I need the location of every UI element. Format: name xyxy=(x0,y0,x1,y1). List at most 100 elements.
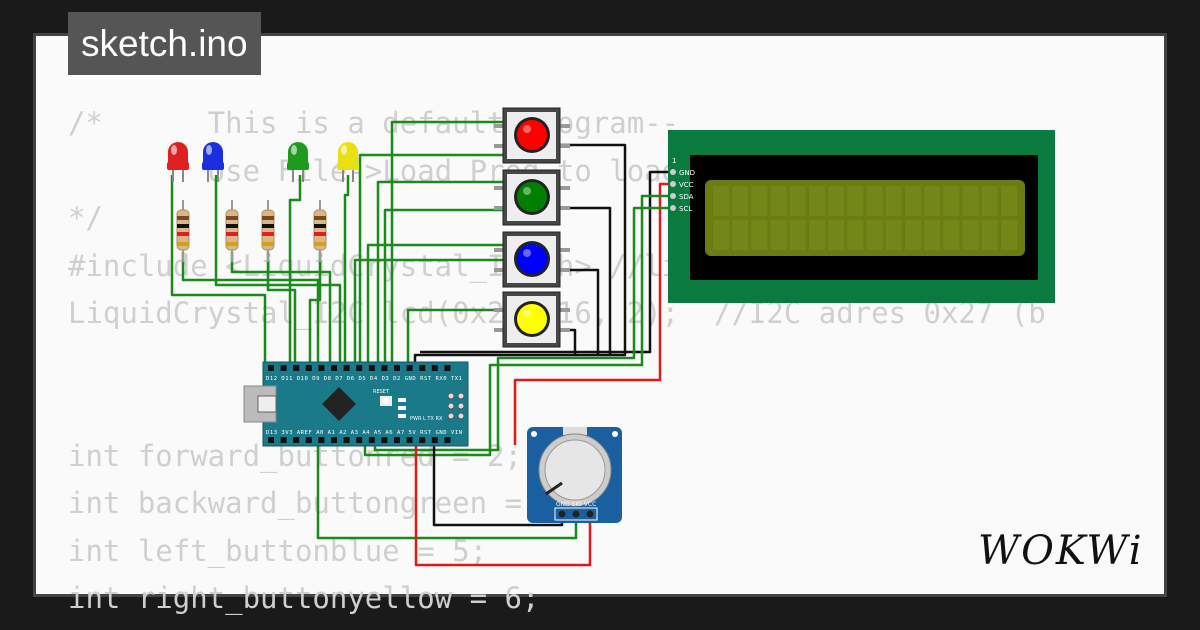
yellow-pushbutton[interactable] xyxy=(494,291,570,348)
lcd-char-cell xyxy=(1001,220,1017,250)
header-pin xyxy=(305,365,312,371)
lcd-char-cell xyxy=(1001,186,1017,216)
wire xyxy=(170,175,267,363)
button-pin xyxy=(558,144,570,148)
status-led xyxy=(398,414,406,418)
wire xyxy=(390,120,505,363)
lcd-char-cell xyxy=(751,186,768,216)
lcd-char-cell xyxy=(962,186,979,216)
header-pin xyxy=(305,437,312,443)
header-pin xyxy=(444,365,451,371)
icsp-pin xyxy=(447,392,455,400)
button-cap xyxy=(517,304,547,334)
wires xyxy=(170,120,668,567)
button-pin xyxy=(558,308,570,312)
wire xyxy=(358,153,505,363)
status-led-labels: PWR L TX RX xyxy=(410,416,443,422)
lcd-char-cell xyxy=(751,220,768,250)
wire xyxy=(316,445,578,540)
lcd-char-cell xyxy=(847,220,864,250)
resistor-band xyxy=(314,216,326,220)
resistor-band xyxy=(314,242,326,246)
header-pin xyxy=(280,437,287,443)
led-highlight xyxy=(341,145,347,155)
lcd-char-cell xyxy=(866,220,883,250)
resistor-band xyxy=(262,216,274,220)
blue-pushbutton[interactable] xyxy=(494,231,570,288)
lcd-pin xyxy=(670,181,676,187)
icsp-pin xyxy=(457,392,465,400)
button-pin xyxy=(494,268,506,272)
lcd-pin xyxy=(670,193,676,199)
code-line: int right_buttonyellow = 6; xyxy=(68,581,540,615)
lcd-char-cell xyxy=(770,220,787,250)
button-pin xyxy=(494,248,506,252)
resistor-band xyxy=(177,216,189,220)
button-pin xyxy=(558,248,570,252)
button-pin xyxy=(558,124,570,128)
resistor-band xyxy=(262,242,274,246)
lcd-char-cell xyxy=(962,220,979,250)
button-pin xyxy=(558,206,570,210)
button-pin xyxy=(558,328,570,332)
potentiometer[interactable]: GND SIG VCC xyxy=(527,427,622,523)
lcd-char-cell xyxy=(981,220,998,250)
top-pin-labels: D12 D11 D10 D9 D8 D7 D6 D5 D4 D3 D2 GND … xyxy=(266,376,462,382)
button-cap xyxy=(517,244,547,274)
pot-pin xyxy=(558,510,566,518)
resistors xyxy=(176,200,327,262)
lcd-char-cell xyxy=(713,220,729,250)
wire xyxy=(560,206,612,355)
wokwi-logo: WOKWi xyxy=(978,528,1144,574)
blue-led xyxy=(202,142,224,182)
status-led xyxy=(398,406,406,410)
button-shine xyxy=(523,249,531,257)
header-pin xyxy=(394,365,400,371)
filename-tab[interactable]: sketch.ino xyxy=(68,12,261,75)
lcd-char-cell xyxy=(809,186,825,216)
pushbuttons xyxy=(494,107,570,348)
header-pin xyxy=(293,365,300,371)
wire xyxy=(343,175,350,363)
status-led xyxy=(398,398,406,402)
lcd-char-cell xyxy=(924,220,941,250)
lcd-pin xyxy=(670,169,676,175)
wire xyxy=(363,445,492,457)
green-led xyxy=(287,142,309,182)
wire xyxy=(230,252,332,363)
wire xyxy=(488,194,668,445)
header-pin xyxy=(419,437,426,443)
led-dome xyxy=(168,142,188,165)
resistor-band xyxy=(177,242,189,246)
lcd-char-cell xyxy=(885,186,902,216)
header-pin xyxy=(343,437,350,443)
header-pin xyxy=(394,437,400,443)
wire xyxy=(376,180,505,363)
red-pushbutton[interactable] xyxy=(494,107,570,164)
header-pin xyxy=(419,365,426,371)
lcd-pin1-label: 1 xyxy=(672,157,676,165)
pot-tab xyxy=(563,427,587,435)
wire xyxy=(373,206,668,452)
lcd-char-cell xyxy=(981,186,998,216)
header-pin xyxy=(356,365,363,371)
resistor-band xyxy=(226,216,238,220)
reset-button-cap xyxy=(383,398,389,404)
resistor-band xyxy=(226,224,238,228)
lcd-char-cell xyxy=(789,186,806,216)
reset-label: RESET xyxy=(373,389,390,395)
arduino-nano[interactable]: RESET PWR L TX RX D12 D11 D10 D9 D8 D7 D6 … xyxy=(243,361,469,447)
wire xyxy=(353,258,505,363)
header-pin xyxy=(343,365,350,371)
lcd-char-cell xyxy=(809,220,825,250)
lcd-char-cell xyxy=(732,220,749,250)
header-pin xyxy=(268,365,274,371)
resistor xyxy=(261,200,275,262)
green-pushbutton[interactable] xyxy=(494,169,570,226)
lcd-char-cell xyxy=(732,186,749,216)
pot-mount-hole xyxy=(531,431,537,437)
header-pin xyxy=(444,437,451,443)
icsp-pin xyxy=(457,412,465,420)
button-pin xyxy=(494,206,506,210)
